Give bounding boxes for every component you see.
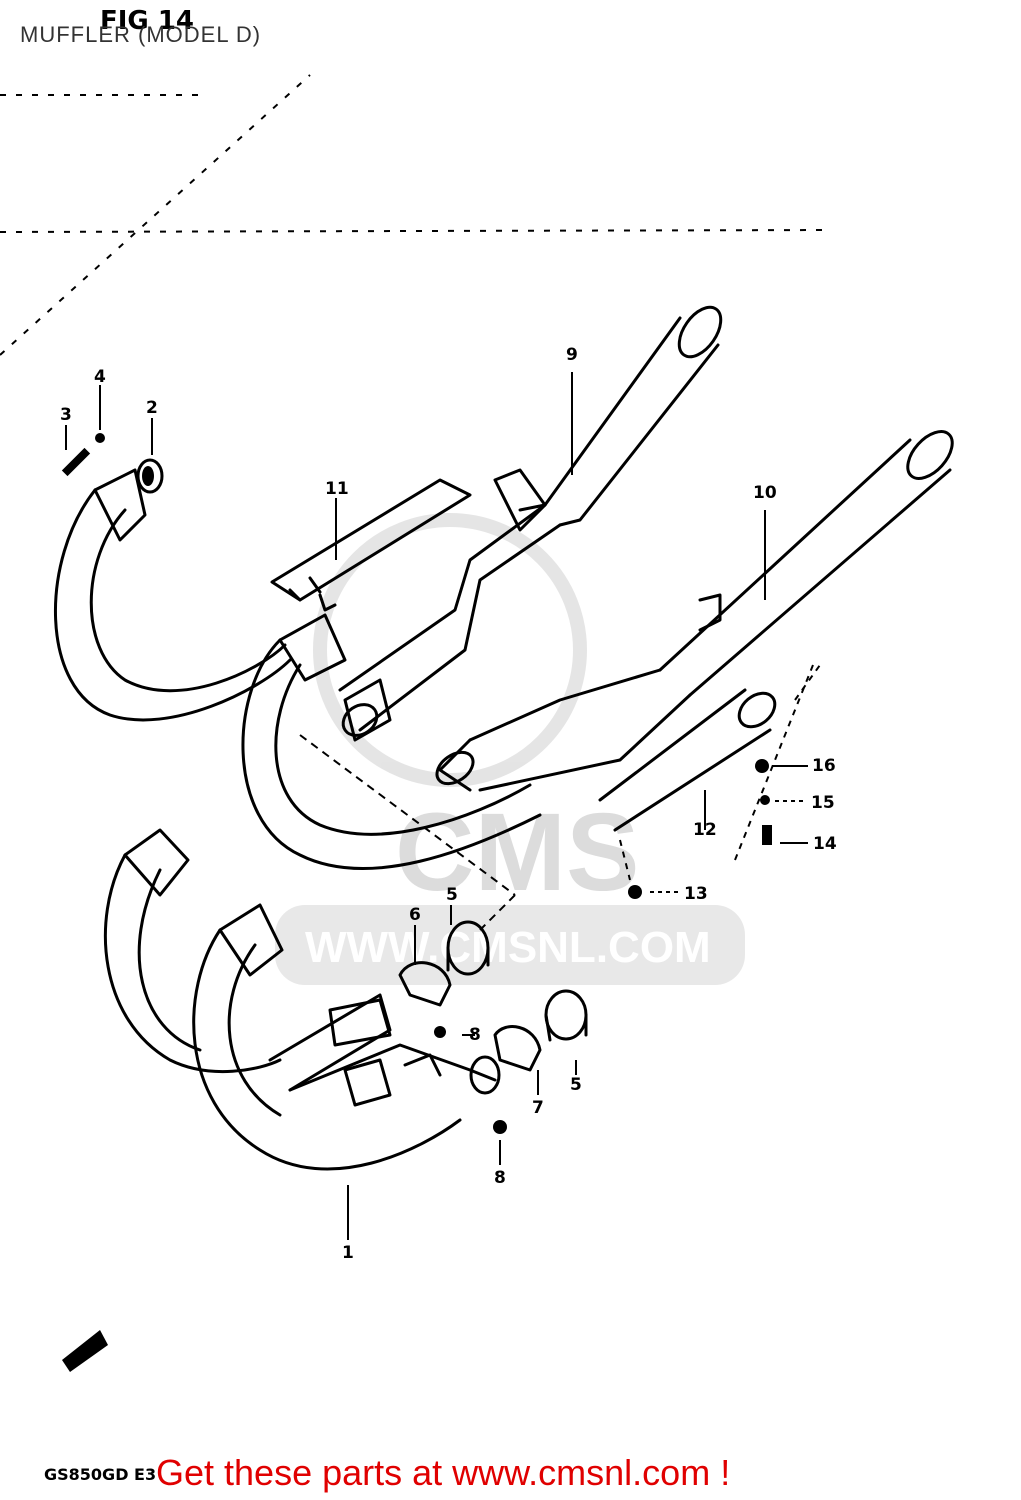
front-arrow-icon: [62, 1330, 108, 1372]
callout-5-upper: 5: [446, 885, 458, 905]
gasket-5-lower: [544, 989, 588, 1042]
callout-13: 13: [684, 884, 708, 904]
callout-1: 1: [342, 1243, 354, 1263]
leader-lines: [65, 372, 821, 1240]
nut-4: [95, 433, 105, 443]
exhaust-pipe-upper-right: [241, 613, 542, 870]
watermark-url: WWW.CMSNL.COM: [305, 923, 711, 972]
callout-14: 14: [813, 834, 837, 854]
pipe-12: [598, 688, 777, 832]
bolt-13: [628, 885, 642, 899]
callout-6: 6: [409, 905, 421, 925]
diagram-title: MUFFLER (MODEL D): [20, 22, 262, 47]
callout-15: 15: [811, 793, 835, 813]
model-code: GS850GD E3: [44, 1465, 157, 1484]
frame-dashes: [0, 74, 831, 356]
callout-5-lower: 5: [570, 1075, 582, 1095]
callout-4: 4: [94, 367, 106, 387]
promo-link[interactable]: Get these parts at www.cmsnl.com !: [156, 1452, 731, 1493]
callout-3: 3: [60, 405, 72, 425]
gasket-2: [142, 466, 154, 486]
gasket-5-upper: [446, 920, 490, 976]
bolt-8-upper: [434, 1026, 446, 1038]
callout-9: 9: [566, 345, 578, 365]
bolt-14: [762, 825, 772, 845]
figure-number: FIG 14: [100, 6, 195, 36]
callout-11: 11: [325, 479, 349, 499]
watermark: CMS WWW.CMSNL.COM: [275, 513, 745, 985]
bolt-8-lower: [493, 1120, 507, 1134]
muffler-upper: [338, 305, 723, 732]
clamp-7: [493, 1025, 542, 1072]
callout-16: 16: [812, 756, 836, 776]
watermark-logo: CMS: [395, 791, 639, 914]
callout-12: 12: [693, 820, 717, 840]
nut-16: [755, 759, 769, 773]
exhaust-pipe-upper-left: [54, 458, 292, 722]
bolt-3: [61, 447, 91, 477]
callout-10: 10: [753, 483, 777, 503]
fasteners: [61, 433, 772, 1134]
muffler-lower: [435, 430, 954, 792]
callout-8-lower: 8: [494, 1168, 506, 1188]
heat-shield: [270, 478, 472, 612]
callout-8-upper: 8: [469, 1025, 481, 1045]
callout-7: 7: [532, 1098, 544, 1118]
exhaust-assembly-lower: [103, 828, 501, 1171]
callout-2: 2: [146, 398, 158, 418]
washer-15: [760, 795, 770, 805]
clamp-6: [398, 961, 452, 1007]
